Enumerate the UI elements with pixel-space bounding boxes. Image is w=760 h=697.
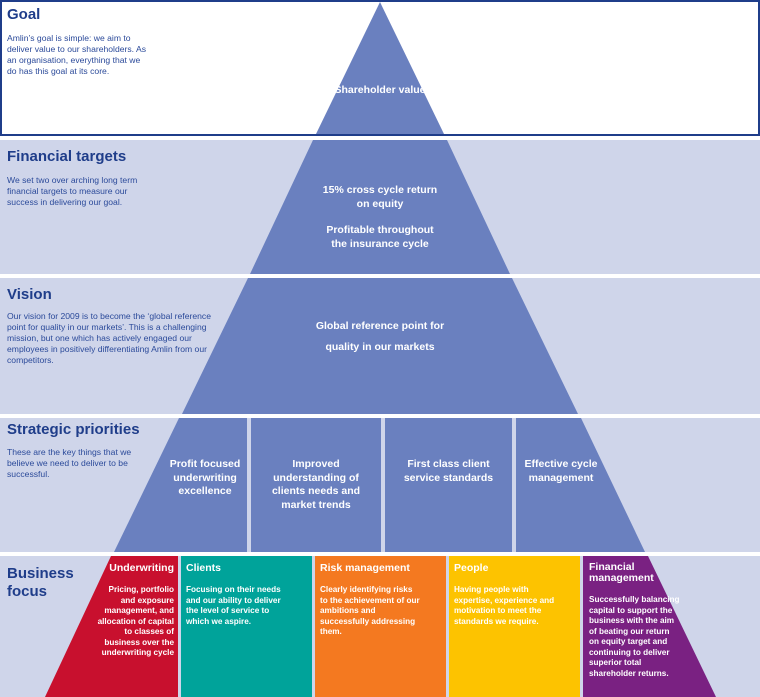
strategic-block-3 [385,418,512,552]
strategic-priority-4: Effective cycle management [524,458,598,484]
strategic-priority-3: First class client service standards [403,458,494,484]
strategic-priorities-description: These are the key things that we believe… [7,447,132,479]
business-column-risk-management [315,556,446,697]
financial-target-2: Profitable throughout the insurance cycl… [326,224,434,250]
risk-management-title: Risk management [320,562,410,574]
strategic-block-4 [516,418,645,552]
strategic-block-2 [251,418,381,552]
clients-title: Clients [186,562,222,574]
strategic-priority-2: Improved understanding of clients needs … [271,458,361,511]
pyramid-tier-vision [182,278,578,414]
pyramid-tier-goal [316,2,444,134]
strategic-block-1 [114,418,247,552]
business-column-financial-management [583,556,716,697]
financial-management-title: Financial management [589,561,654,584]
vision-description: Our vision for 2009 is to become the ‘gl… [7,311,211,365]
business-column-clients [181,556,312,697]
strategic-priorities-title: Strategic priorities [7,421,140,438]
business-column-underwriting [45,556,178,697]
business-focus-title: Business focus [7,565,74,600]
goal-pyramid-text: Shareholder value [334,84,426,96]
business-column-people [449,556,580,697]
risk-management-text: Clearly identifying risks to the achieve… [320,585,420,636]
people-text: Having people with expertise, experience… [454,585,555,626]
goal-title: Goal [7,6,41,23]
underwriting-title: Underwriting [109,562,174,574]
people-title: People [454,562,489,574]
clients-text: Focusing on their needs and our ability … [186,585,281,626]
vision-pyramid-text: Global reference point for quality in ou… [315,320,445,353]
underwriting-text: Pricing, portfolio and exposure manageme… [97,585,174,657]
strategic-priority-1: Profit focused underwriting excellence [169,458,241,497]
financial-targets-title: Financial targets [7,148,127,165]
vision-title: Vision [7,286,52,303]
pyramid-tier-financial-targets [250,140,510,274]
financial-target-1: 15% cross cycle return on equity [322,184,438,210]
goal-description: Amlin’s goal is simple: we aim to delive… [7,33,147,76]
financial-targets-description: We set two over arching long term financ… [7,175,138,207]
financial-management-text: Successfully balancing capital to suppor… [589,595,680,678]
